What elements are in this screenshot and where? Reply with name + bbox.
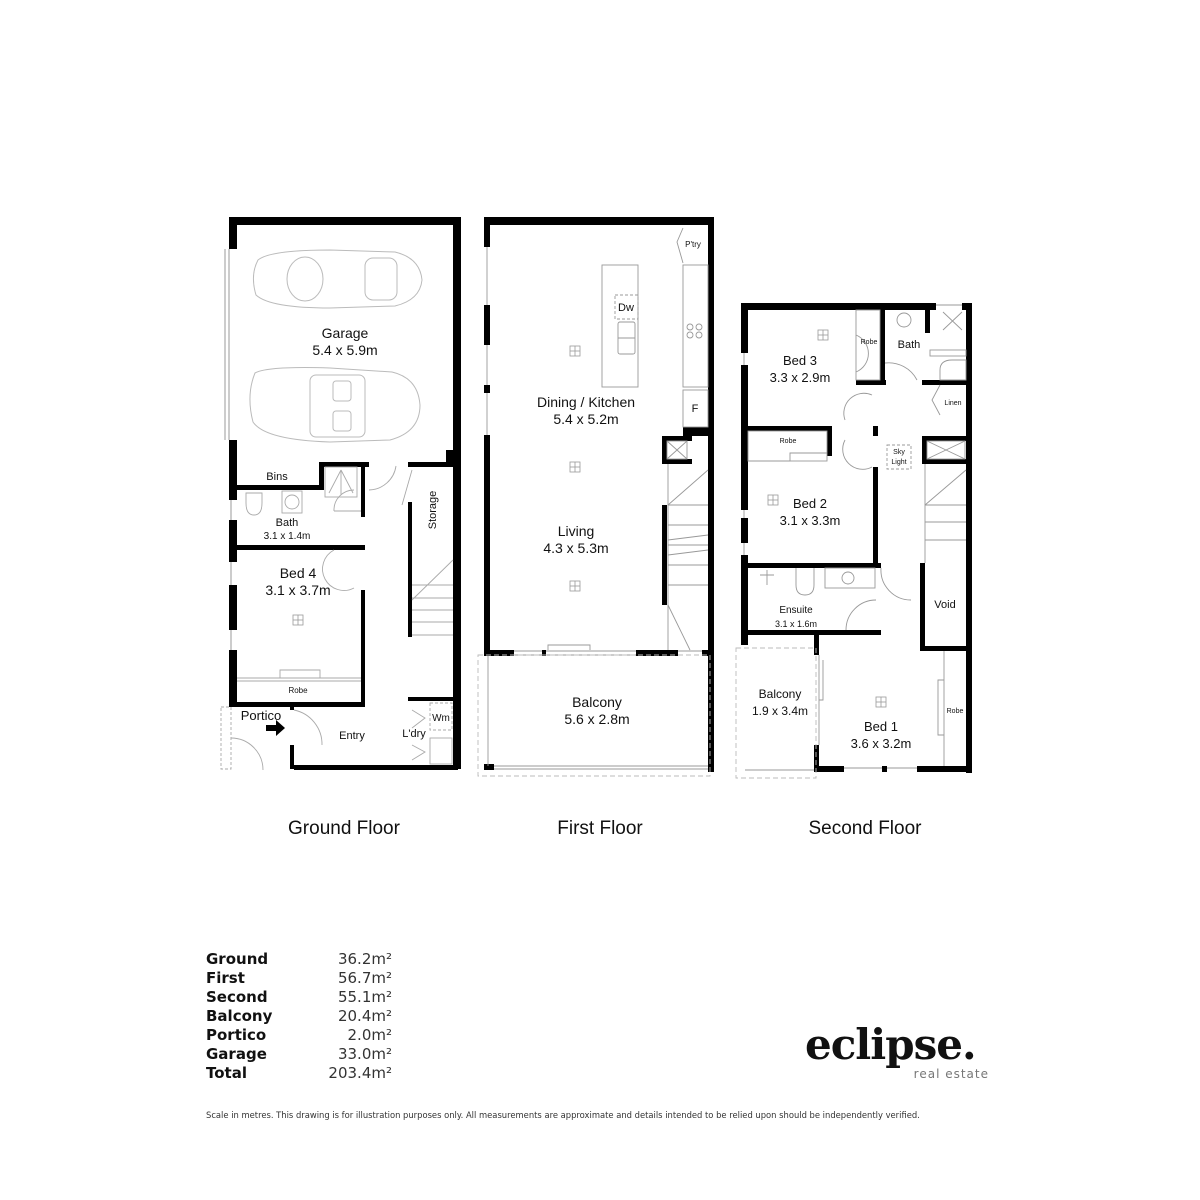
ceiling-light-icon <box>569 580 581 592</box>
room-name-wm: Wm <box>432 713 450 724</box>
skylight-label: Light <box>891 459 906 466</box>
room-name-bath: Bath <box>898 339 921 351</box>
car-icon <box>252 249 423 309</box>
ground-floor-title: Ground Floor <box>288 818 400 839</box>
room-name-bins: Bins <box>266 471 288 483</box>
room-name-linen: Linen <box>944 400 961 407</box>
floor-plan-drawing: Garage 5.4 x 5.9m Bins Bath 3.1 x 1.4m B… <box>220 217 972 779</box>
second-floor-title: Second Floor <box>808 818 922 839</box>
room-dims-bed4: 3.1 x 3.7m <box>265 582 330 598</box>
brand-tagline: real estate <box>913 1067 989 1081</box>
room-name-robe: Robe <box>288 686 308 695</box>
room-name-dining-kitchen: Dining / Kitchen <box>537 394 635 410</box>
room-dims-balcony: 5.6 x 2.8m <box>564 711 629 727</box>
balcony-outline <box>735 647 817 779</box>
disclaimer-text: Scale in metres. This drawing is for ill… <box>206 1110 920 1120</box>
room-dims-ensuite: 3.1 x 1.6m <box>775 619 817 629</box>
room-name-bed1: Bed 1 <box>864 719 898 734</box>
convertible-car-icon <box>249 367 421 443</box>
room-name-laundry: L'dry <box>402 728 426 740</box>
room-name-ensuite: Ensuite <box>779 605 813 616</box>
room-name-garage: Garage <box>322 325 369 341</box>
first-floor-title: First Floor <box>557 818 643 839</box>
room-dims-dining-kitchen: 5.4 x 5.2m <box>553 411 618 427</box>
second-floor-plan: Bed 3 3.3 x 2.9m Robe Bath Linen Sky Lig… <box>735 303 972 779</box>
ceiling-light-icon <box>569 461 581 473</box>
ceiling-light-icon <box>767 494 779 506</box>
room-dims-bath: 3.1 x 1.4m <box>264 531 311 542</box>
room-name-balcony: Balcony <box>572 694 622 710</box>
room-dims-garage: 5.4 x 5.9m <box>312 342 377 358</box>
room-dims-living: 4.3 x 5.3m <box>543 540 608 556</box>
room-name-pantry: P'try <box>685 240 701 249</box>
room-name-entry: Entry <box>339 730 365 742</box>
room-name-void: Void <box>934 599 955 611</box>
ground-floor-plan: Garage 5.4 x 5.9m Bins Bath 3.1 x 1.4m B… <box>220 217 461 771</box>
skylight-label: Sky <box>893 449 905 456</box>
room-dims-balcony: 1.9 x 3.4m <box>752 704 808 718</box>
room-name-storage: Storage <box>427 491 439 530</box>
room-name-bed3: Bed 3 <box>783 353 817 368</box>
room-dims-bed3: 3.3 x 2.9m <box>770 370 831 385</box>
room-name-bath: Bath <box>276 517 299 529</box>
ceiling-light-icon <box>817 329 829 341</box>
room-name-bed4: Bed 4 <box>280 565 317 581</box>
room-name-robe: Robe <box>947 708 964 715</box>
room-name-balcony: Balcony <box>759 687 802 701</box>
room-name-robe: Robe <box>780 438 797 445</box>
ceiling-light-icon <box>292 614 304 626</box>
brand-name: eclipse. <box>805 1020 977 1069</box>
entry-arrow-icon <box>266 720 285 736</box>
brand-logo: eclipse. real estate <box>805 1020 995 1082</box>
ceiling-light-icon <box>875 696 887 708</box>
room-name-portico: Portico <box>241 708 281 723</box>
room-name-bed2: Bed 2 <box>793 496 827 511</box>
balcony-outline <box>477 654 711 777</box>
first-floor-plan: P'try Dw F Dining / Kitchen 5.4 x 5.2m L… <box>477 217 714 777</box>
room-dims-bed1: 3.6 x 3.2m <box>851 736 912 751</box>
room-name-robe: Robe <box>861 339 878 346</box>
ceiling-light-icon <box>569 345 581 357</box>
room-name-living: Living <box>558 523 595 539</box>
room-name-dishwasher: Dw <box>618 302 634 314</box>
room-dims-bed2: 3.1 x 3.3m <box>780 513 841 528</box>
room-name-fridge: F <box>692 403 699 415</box>
